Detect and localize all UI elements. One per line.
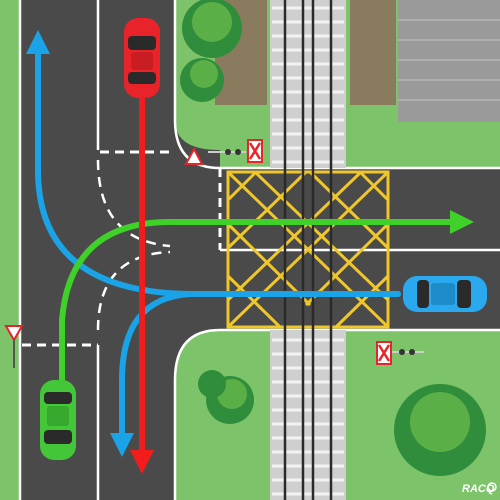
building-middle bbox=[350, 0, 396, 105]
blue-car bbox=[403, 276, 487, 312]
road-edge-lines bbox=[18, 0, 500, 500]
green-path-arrow bbox=[59, 210, 474, 383]
level-crossing-x-sign-icon bbox=[247, 139, 263, 163]
railway-signal-light-icon bbox=[208, 149, 424, 355]
green-car bbox=[40, 380, 76, 460]
racq-logo-text: RACQ bbox=[462, 483, 495, 495]
building-right-roof bbox=[398, 0, 500, 122]
give-way-triangle-sign-icon bbox=[184, 146, 204, 165]
racq-logo: RACQ bbox=[462, 482, 497, 495]
trees bbox=[180, 0, 486, 476]
racq-logo-icon bbox=[487, 482, 497, 492]
yellow-box-junction bbox=[226, 170, 390, 329]
red-car bbox=[124, 18, 160, 98]
blue-path-arrow bbox=[26, 29, 401, 297]
railway-track bbox=[270, 0, 346, 500]
give-way-triangle-sign-icon bbox=[4, 325, 24, 368]
building-roof-lines bbox=[398, 19, 500, 101]
level-crossing-x-sign-icon bbox=[376, 341, 392, 365]
